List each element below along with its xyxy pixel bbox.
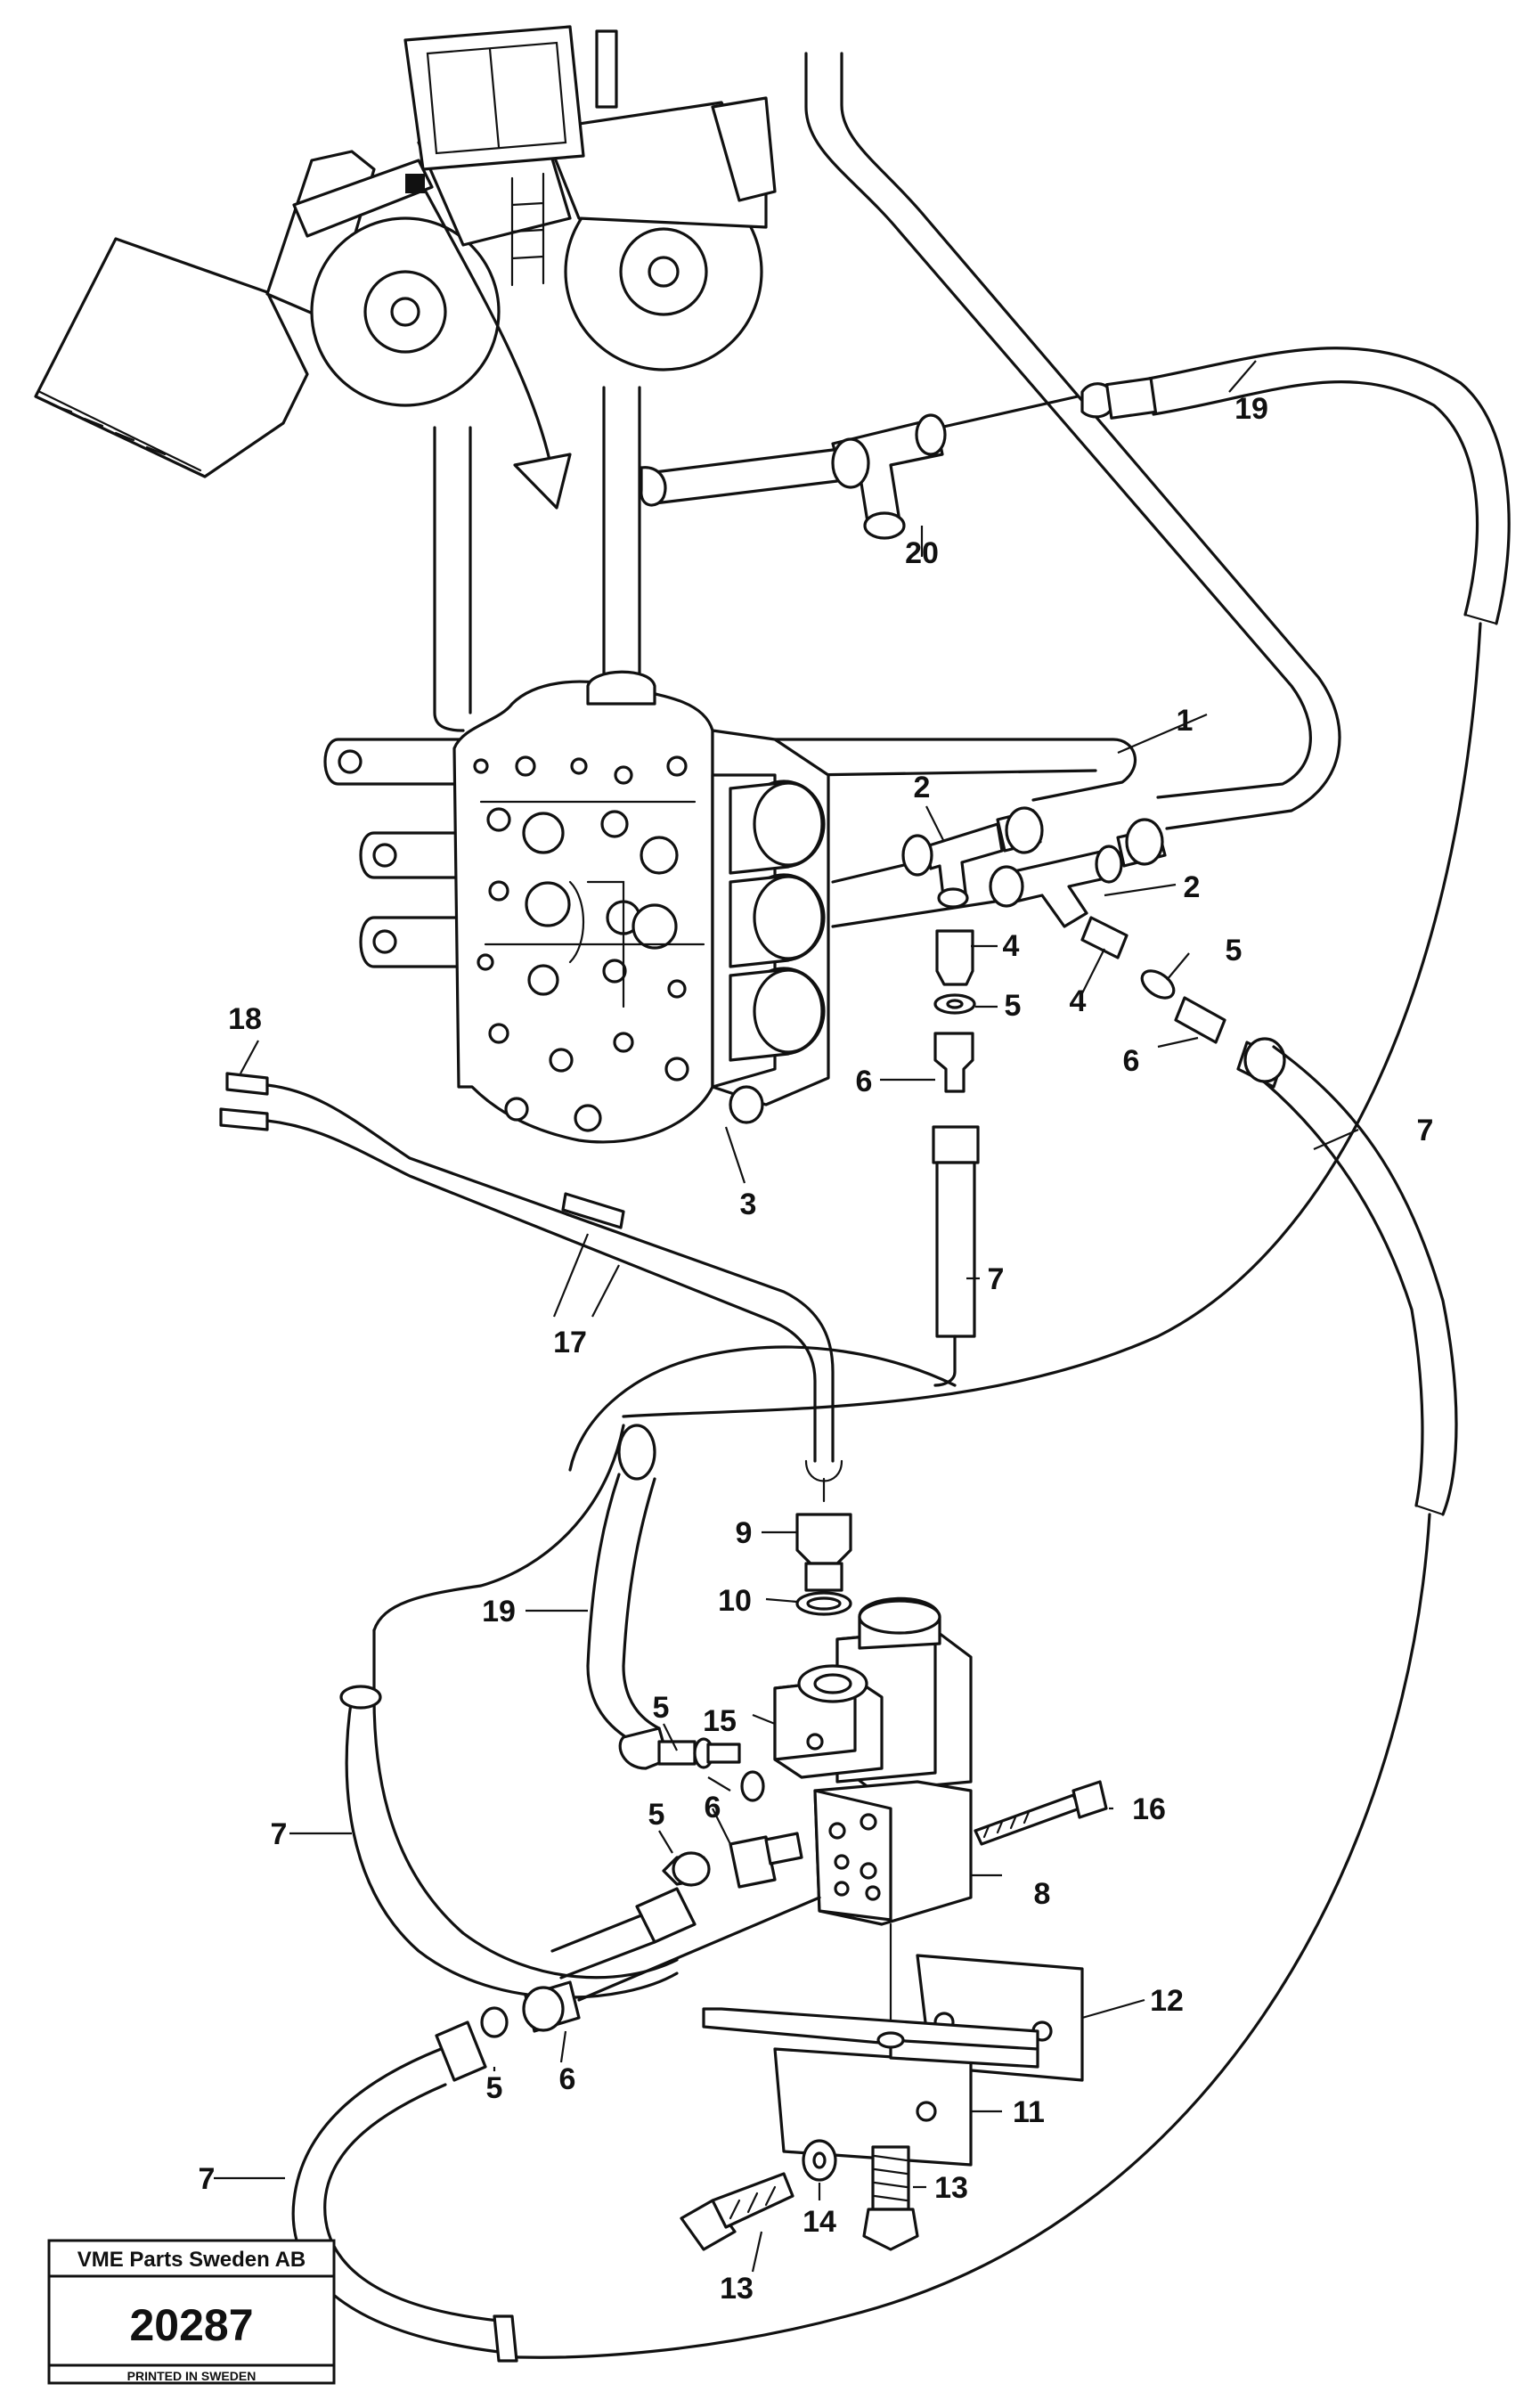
callout-7-left: 7 [271,1817,288,1851]
callout-5-center: 5 [1005,989,1022,1023]
tee-fitting-2-right [989,818,1167,928]
callout-5-upper-solenoid: 5 [653,1691,670,1725]
callout-10: 10 [718,1584,752,1618]
callout-3: 3 [740,1188,757,1221]
callout-2-left: 2 [914,771,931,804]
callout-17: 17 [553,1326,587,1359]
hose-7-left-loop [339,1345,957,1999]
callout-15: 15 [703,1704,737,1738]
hose-19-top [622,347,1511,1418]
stamp-company: VME Parts Sweden AB [77,2248,306,2272]
callout-13-right: 13 [934,2171,968,2205]
stamp-number: 20287 [129,2300,253,2350]
callout-6-center: 6 [856,1065,873,1098]
callout-labels: 1 2 2 3 4 4 5 5 5 5 5 6 6 6 6 7 7 7 7 8 … [199,392,1434,2306]
hose-19-center [372,1424,661,1748]
hydraulic-pipes [433,52,1341,928]
callout-2-right: 2 [1184,870,1201,904]
callout-5-lower: 5 [486,2071,503,2105]
hose-7-right [497,1045,1458,2359]
lower-hose-7 [291,1896,821,2363]
tee-fitting-20 [831,413,947,540]
callout-6-right: 6 [1123,1044,1140,1078]
callout-6-lower: 6 [559,2062,576,2096]
callout-19-center: 19 [482,1595,516,1629]
callout-8: 8 [1034,1877,1051,1911]
tee-fitting-2-left [901,806,1044,909]
callout-7-center: 7 [988,1262,1005,1296]
wheel-loader-illustration [34,25,777,510]
callout-4-right: 4 [1070,984,1087,1018]
bracket-11-12 [680,1954,1084,2251]
callout-5-middle-solenoid: 5 [648,1798,665,1832]
callout-20: 20 [905,536,939,570]
electrical-cable-17-18 [219,1072,843,1503]
stamp-printed: PRINTED IN SWEDEN [127,2369,257,2383]
callout-7-right: 7 [1417,1114,1434,1147]
fittings-4-5-6-center [932,929,980,1387]
callout-6-solenoid: 6 [705,1791,721,1824]
solenoid-fittings-5-6 [550,1727,803,1980]
callout-14: 14 [803,2205,836,2239]
callout-16: 16 [1132,1792,1166,1826]
callout-leaders [214,360,1359,2273]
callout-7-bottom: 7 [199,2162,216,2196]
control-valve-3 [323,670,830,1144]
callout-1: 1 [1177,704,1194,738]
fittings-4-5-6-right [1080,916,1286,1089]
vme-parts-stamp: VME Parts Sweden AB 20287 PRINTED IN SWE… [47,2239,336,2385]
callout-5-right: 5 [1226,934,1243,967]
callout-13-left: 13 [720,2272,754,2306]
solenoid-valve-8 [773,1513,1108,2051]
callout-9: 9 [736,1516,753,1550]
callout-12: 12 [1150,1984,1184,2018]
callout-11: 11 [1013,2095,1045,2129]
callout-19-top: 19 [1234,392,1268,426]
callout-18: 18 [228,1002,262,1036]
callout-4-center: 4 [1003,929,1020,963]
